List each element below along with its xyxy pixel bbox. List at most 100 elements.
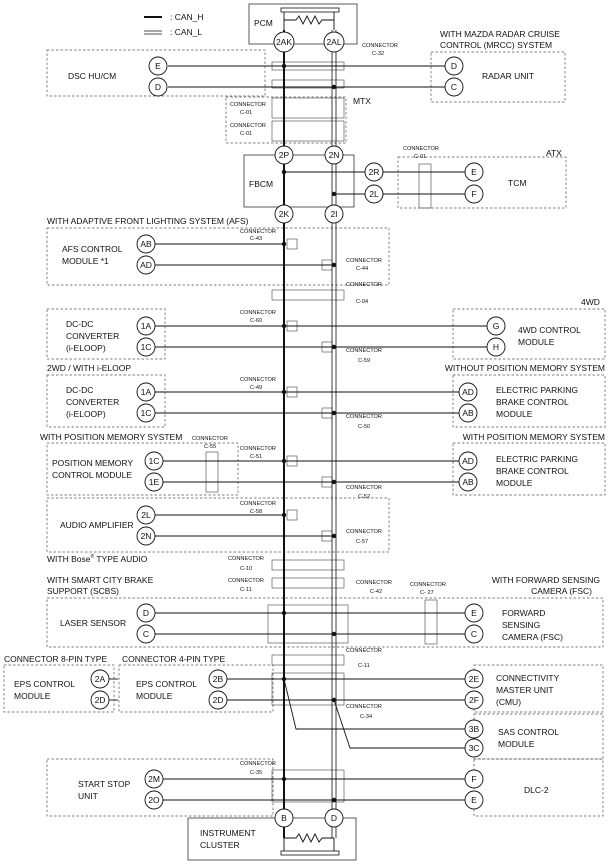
conn-c11b-word: CONNECTOR <box>346 648 382 654</box>
section-mem-left: WITH POSITION MEMORY SYSTEM <box>40 432 182 442</box>
conn-c43-word: CONNECTOR <box>240 229 276 235</box>
pin-dlc-h: F <box>471 774 476 784</box>
pin-circle <box>274 145 294 165</box>
section-2wd: 2WD / WITH i-ELOOP <box>47 363 131 373</box>
splice-dot <box>331 797 337 803</box>
pin-circle <box>444 77 464 97</box>
pin-ss-h: 2M <box>148 774 160 784</box>
cmu-box <box>473 664 604 713</box>
conn-c01a-word: CONNECTOR <box>230 102 266 108</box>
pcm-terminator-bar <box>280 7 340 13</box>
pin-circle <box>136 234 156 254</box>
label-dlc: DLC-2 <box>524 785 549 795</box>
splice-dot <box>281 512 287 518</box>
conn-c04-id: C-04 <box>356 299 368 305</box>
splice-dot <box>331 697 337 703</box>
label-laser: LASER SENSOR <box>60 618 126 628</box>
pin-circle <box>136 382 156 402</box>
startstop-box <box>46 758 274 817</box>
label-radar: RADAR UNIT <box>482 71 534 81</box>
c32-housing-bottom <box>271 79 345 89</box>
conn-c01c-id: C-01 <box>414 154 426 160</box>
section-mrcc-1: WITH MAZDA RADAR CRUISE <box>440 29 560 39</box>
splice-dot <box>281 169 287 175</box>
connector-labels: CONNECTOR C-32 CONNECTOR C-01 CONNECTOR … <box>192 43 446 776</box>
conn-c59-word: CONNECTOR <box>346 348 382 354</box>
pin-radar-h: D <box>451 61 457 71</box>
conn-c60-word: CONNECTOR <box>240 310 276 316</box>
conn-c34-word: CONNECTOR <box>346 704 382 710</box>
label-4wd-2: MODULE <box>518 337 555 347</box>
label-eps4-2: MODULE <box>136 691 173 701</box>
fbcm-box <box>243 154 355 208</box>
splice-dot <box>331 84 337 90</box>
conn-c59-id: C-59 <box>358 358 370 364</box>
pin-dcdc4-h: 1A <box>141 321 152 331</box>
label-dcdc4-2: CONVERTER <box>66 331 119 341</box>
scbs-box <box>46 597 604 648</box>
label-afs-1: AFS CONTROL <box>62 244 123 254</box>
pcm-box <box>248 3 358 45</box>
conn-c01b-word: CONNECTOR <box>230 123 266 129</box>
pin-circle <box>464 719 484 739</box>
pcm-terminating-resistor <box>284 14 334 26</box>
splice-dot <box>281 323 287 329</box>
splice-dot <box>281 241 287 247</box>
pin-cmu-h: 2E <box>469 674 480 684</box>
pin-circle <box>90 669 110 689</box>
conn-c01c-word: CONNECTOR <box>403 146 439 152</box>
pin-circle <box>464 603 484 623</box>
label-dcdc2-1: DC-DC <box>66 385 93 395</box>
pin-circle <box>464 624 484 644</box>
pin-circle <box>144 472 164 492</box>
conn-c55-id: C-55 <box>204 444 216 450</box>
mtx-box <box>225 96 347 144</box>
pin-tcm-e: E <box>471 167 477 177</box>
label-fsc-2: SENSING <box>502 620 540 630</box>
splice-dots <box>281 63 337 803</box>
pin-ic-l: D <box>331 813 337 823</box>
pin-circle <box>458 472 478 492</box>
c27-housing <box>424 599 438 645</box>
c43-a <box>286 238 298 250</box>
pin-circle <box>144 451 164 471</box>
radar-box <box>430 51 566 103</box>
pin-epb2-h: AD <box>462 456 474 466</box>
pin-epb1-l: AB <box>462 408 474 418</box>
pin-afs-l: AD <box>140 260 152 270</box>
wd4-box <box>452 308 606 360</box>
conn-c11-id: C-11 <box>240 587 252 593</box>
label-eps8-2: MODULE <box>14 691 51 701</box>
legend-can-h-label: : CAN_H <box>170 12 204 22</box>
pin-audio-h: 2L <box>141 510 151 520</box>
ic-terminating-resistor <box>284 832 334 844</box>
label-cmu-1: CONNECTIVITY <box>496 673 560 683</box>
c01-atx-housing <box>418 163 432 209</box>
wire-sas-h <box>283 678 474 730</box>
pin-dcdc2-l: 1C <box>141 408 152 418</box>
pin-circle <box>136 255 156 275</box>
splice-dot <box>281 458 287 464</box>
conn-c43-id: C-43 <box>250 236 262 242</box>
legend-can-l-label: : CAN_L <box>170 27 202 37</box>
atx-box <box>397 156 567 209</box>
section-mrcc-2: CONTROL (MRCC) SYSTEM <box>440 40 552 50</box>
wire-sas-l <box>333 699 474 749</box>
pin-laser-l: C <box>143 629 149 639</box>
label-dcdc2-3: (i-ELOOP) <box>66 409 106 419</box>
pin-circle <box>144 769 164 789</box>
label-audio: AUDIO AMPLIFIER <box>60 520 134 530</box>
conn-c32-id: C-32 <box>372 51 384 57</box>
pin-circle <box>486 316 506 336</box>
pin-circle <box>458 451 478 471</box>
section-bose-tail: TYPE AUDIO <box>94 554 148 564</box>
instrument-cluster-label-1: INSTRUMENT <box>200 828 256 838</box>
label-eps8-1: EPS CONTROL <box>14 679 75 689</box>
section-mem-right: WITH POSITION MEMORY SYSTEM <box>463 432 605 442</box>
pin-circle <box>364 162 384 182</box>
label-pmem-1: POSITION MEMORY <box>52 458 133 468</box>
splice-dot <box>281 610 287 616</box>
pmem-box <box>46 442 239 496</box>
pin-dcdc2-h: 1A <box>141 387 152 397</box>
